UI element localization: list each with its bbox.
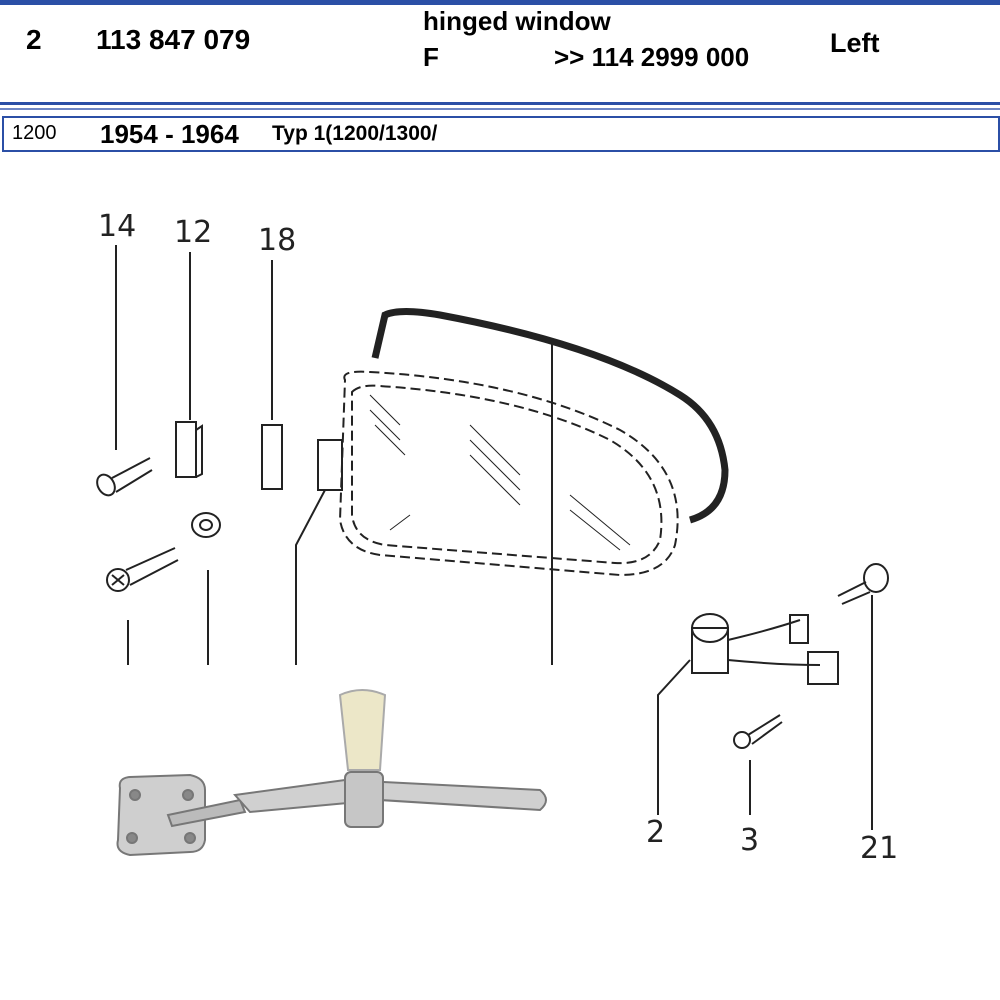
side: Left bbox=[830, 28, 880, 58]
clip-icon bbox=[317, 439, 343, 491]
part-number: 113 847 079 bbox=[96, 24, 251, 55]
leader-line bbox=[657, 659, 691, 815]
callout-3: 3 bbox=[740, 823, 759, 858]
hinged-window-glass-icon bbox=[338, 308, 729, 577]
washer-icon bbox=[191, 512, 221, 538]
leader-line bbox=[295, 489, 326, 665]
callout-2: 2 bbox=[646, 815, 665, 850]
years: 1954 - 1964 bbox=[100, 119, 239, 149]
position-number: 2 bbox=[26, 24, 42, 55]
hinge-assembly-icon bbox=[691, 613, 839, 685]
pin-21-icon bbox=[837, 563, 889, 605]
plate-18-icon bbox=[261, 424, 283, 490]
callout-18: 18 bbox=[258, 223, 296, 258]
callout-12: 12 bbox=[174, 215, 212, 250]
divider bbox=[0, 102, 1000, 105]
engine: 1200 bbox=[12, 122, 57, 144]
model-type: Typ 1(1200/1300/ bbox=[272, 122, 438, 145]
callout-21: 21 bbox=[860, 831, 898, 866]
callout-14: 14 bbox=[98, 209, 136, 244]
variant-code: F bbox=[423, 42, 439, 72]
bracket-12-icon bbox=[175, 421, 203, 478]
screw-3-icon bbox=[733, 714, 783, 749]
hinge-photo bbox=[116, 689, 547, 857]
top-rule bbox=[0, 0, 1000, 5]
chassis-from: >> 114 2999 000 bbox=[554, 42, 750, 72]
divider bbox=[0, 108, 1000, 110]
screw-icon bbox=[106, 547, 179, 592]
model-bar: 1200 1954 - 1964 Typ 1(1200/1300/ bbox=[2, 116, 1000, 152]
screw-14-icon bbox=[96, 457, 153, 497]
part-description: hinged window bbox=[423, 6, 611, 36]
